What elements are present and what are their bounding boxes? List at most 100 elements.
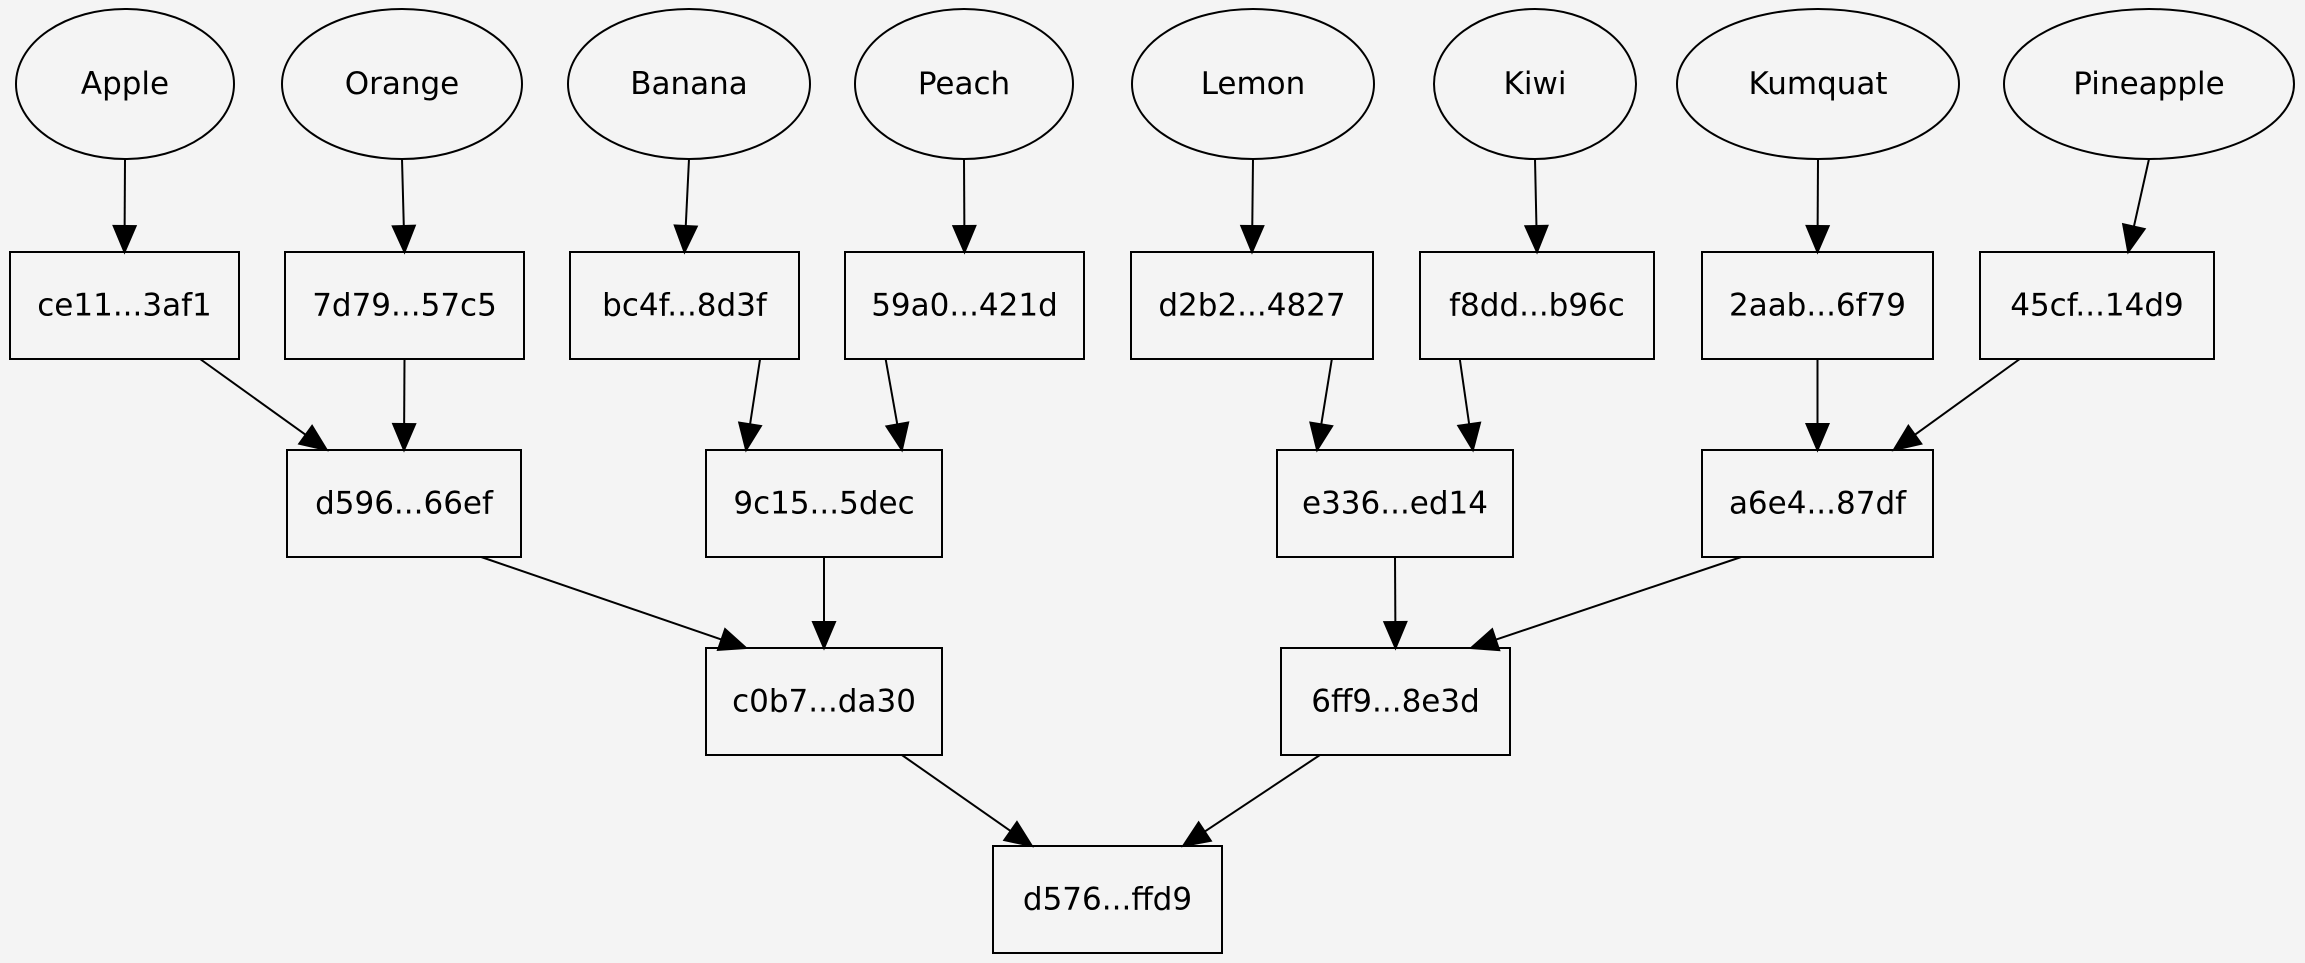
hash-box: [286, 449, 522, 558]
hash-box: [284, 251, 525, 360]
arrowhead: [1456, 421, 1482, 453]
hash-box: [9, 251, 240, 360]
edge-h-ce11-to-h-d596: [199, 358, 329, 452]
node-pineapple: Pineapple: [2003, 8, 2295, 160]
edge-h-2aab-to-h-a6e4: [1804, 359, 1831, 453]
hash-box: [1130, 251, 1374, 360]
arrowhead: [1180, 820, 1213, 848]
arrowhead: [884, 421, 910, 453]
arrowhead: [951, 224, 977, 255]
hash-box: [1419, 251, 1655, 360]
node-label: 7d79...57c5: [312, 288, 497, 324]
arrowhead: [1002, 820, 1035, 848]
edge-line: [749, 358, 762, 425]
node-h-45cf: 45cf...14d9: [1979, 251, 2215, 360]
edge-line: [1204, 754, 1321, 833]
edge-lemon-to-h-d2b2: [1239, 158, 1265, 255]
hash-box: [705, 449, 943, 558]
hash-box: [1701, 449, 1934, 558]
node-h-a6e4: a6e4...87df: [1701, 449, 1934, 558]
node-label: Kumquat: [1748, 66, 1887, 102]
edge-kiwi-to-h-f8dd: [1523, 158, 1549, 255]
edge-line: [1320, 358, 1333, 425]
node-label: 45cf...14d9: [2010, 288, 2184, 324]
node-label: Kiwi: [1504, 66, 1567, 102]
edge-line: [480, 556, 722, 641]
leaf-ellipse: [281, 8, 523, 160]
edge-line: [199, 358, 307, 436]
node-h-d596: d596...66ef: [286, 449, 522, 558]
hash-box: [992, 845, 1223, 954]
edge-line: [1534, 158, 1538, 227]
edge-h-e336-to-h-6ff9: [1382, 556, 1408, 651]
edges-layer: [112, 158, 2150, 848]
hash-box: [1276, 449, 1514, 558]
arrowhead: [1804, 423, 1831, 453]
edge-line: [901, 754, 1012, 832]
arrowhead: [297, 424, 329, 452]
node-label: Lemon: [1201, 66, 1306, 102]
arrowhead: [1805, 224, 1831, 255]
node-label: d576...ffd9: [1023, 882, 1192, 918]
node-label: Banana: [630, 66, 748, 102]
node-orange: Orange: [281, 8, 523, 160]
node-label: e336...ed14: [1302, 486, 1488, 522]
edge-h-d596-to-h-c0b7: [480, 556, 749, 652]
node-h-7d79: 7d79...57c5: [284, 251, 525, 360]
node-h-e336: e336...ed14: [1276, 449, 1514, 558]
edge-h-c0b7-to-h-d576: [901, 754, 1035, 848]
edge-h-a6e4-to-h-6ff9: [1468, 556, 1742, 652]
node-label: d596...66ef: [315, 486, 494, 522]
node-label: d2b2...4827: [1158, 288, 1345, 324]
node-apple: Apple: [15, 8, 235, 160]
node-kumquat: Kumquat: [1676, 8, 1960, 160]
edge-h-6ff9-to-h-d576: [1180, 754, 1321, 848]
edge-h-f8dd-to-h-e336: [1456, 358, 1482, 453]
edge-h-7d79-to-h-d596: [391, 358, 417, 453]
leaf-ellipse: [567, 8, 811, 160]
arrowhead: [1523, 224, 1549, 255]
node-label: Orange: [345, 66, 460, 102]
node-h-6ff9: 6ff9...8e3d: [1280, 647, 1511, 756]
node-label: 9c15...5dec: [733, 486, 914, 522]
node-label: Peach: [918, 66, 1010, 102]
leaf-ellipse: [854, 8, 1074, 160]
node-h-d2b2: d2b2...4827: [1130, 251, 1374, 360]
arrowhead: [391, 422, 417, 453]
edge-h-59a0-to-h-9c15: [884, 358, 910, 453]
edge-peach-to-h-59a0: [951, 158, 977, 255]
leaf-ellipse: [15, 8, 235, 160]
edge-h-9c15-to-h-c0b7: [811, 557, 837, 651]
node-label: bc4f...8d3f: [602, 288, 768, 324]
edge-h-bc4f-to-h-9c15: [737, 358, 763, 453]
edge-line: [2132, 158, 2150, 227]
node-label: c0b7...da30: [732, 684, 916, 720]
hash-box: [705, 647, 943, 756]
node-label: Apple: [81, 66, 169, 102]
node-label: Pineapple: [2073, 66, 2224, 102]
arrowhead: [112, 224, 138, 255]
edge-line: [684, 158, 690, 227]
edge-line: [884, 358, 899, 425]
arrowhead: [1468, 627, 1501, 652]
edge-h-d2b2-to-h-e336: [1309, 358, 1334, 453]
arrowhead: [1382, 620, 1408, 651]
leaf-ellipse: [1433, 8, 1637, 160]
hash-box: [844, 251, 1085, 360]
leaf-ellipse: [1676, 8, 1960, 160]
edge-line: [1251, 158, 1254, 227]
node-peach: Peach: [854, 8, 1074, 160]
node-h-ce11: ce11...3af1: [9, 251, 240, 360]
arrowhead: [737, 421, 763, 453]
arrowhead: [391, 224, 417, 255]
edge-orange-to-h-7d79: [391, 158, 417, 255]
arrowhead: [1891, 424, 1923, 452]
node-lemon: Lemon: [1131, 8, 1375, 160]
edge-line: [1495, 556, 1742, 641]
node-kiwi: Kiwi: [1433, 8, 1637, 160]
arrowhead: [811, 621, 837, 651]
nodes-layer: Apple Orange Banana Peach Lemon Kiwi Kumquat Pi…: [9, 8, 2295, 954]
hash-box: [1701, 251, 1934, 360]
node-h-f8dd: f8dd...b96c: [1419, 251, 1655, 360]
